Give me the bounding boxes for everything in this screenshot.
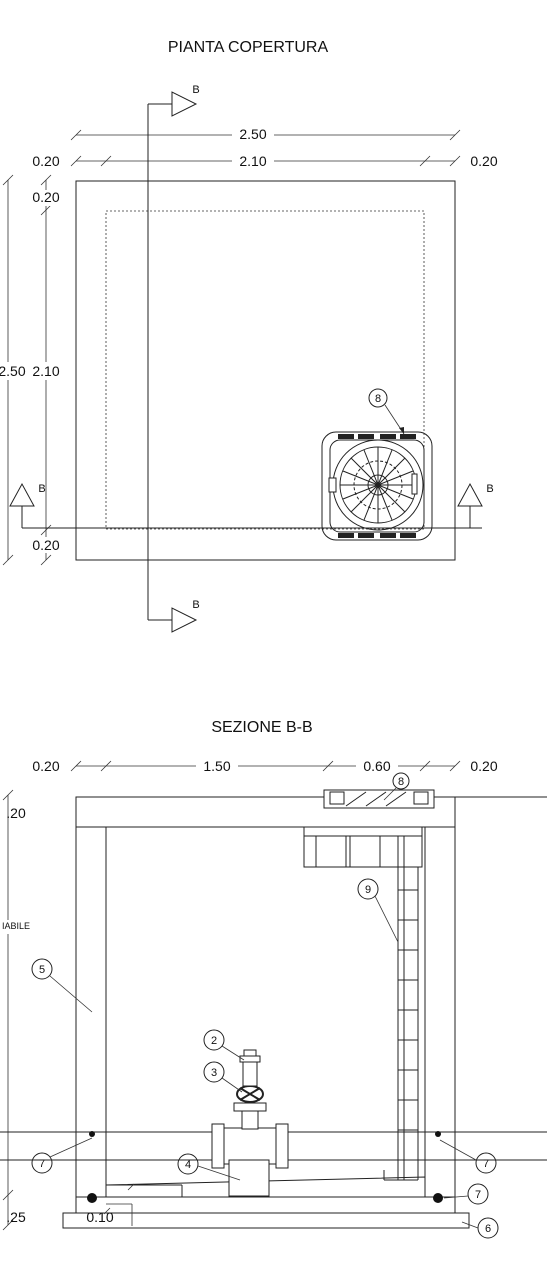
section-title: SEZIONE B-B: [211, 719, 312, 736]
main-pipe: [0, 1123, 547, 1169]
section-marker-bottom: B: [192, 599, 199, 611]
svg-text:6: 6: [485, 1223, 491, 1235]
svg-text:2.50: 2.50: [239, 126, 266, 142]
section-line-vertical: B B: [147, 84, 200, 633]
svg-text:2.10: 2.10: [32, 363, 59, 379]
svg-text:8: 8: [375, 393, 381, 405]
manhole-cover-section: [303, 789, 435, 868]
support-block: [228, 1159, 270, 1197]
section-callout-4: 4: [177, 1153, 241, 1181]
svg-text:4: 4: [185, 1159, 191, 1171]
section-dim-left: .20 IABILE .25: [0, 789, 36, 1231]
svg-text:0.20: 0.20: [470, 758, 497, 774]
svg-text:.20: .20: [6, 805, 26, 821]
svg-text:0.20: 0.20: [32, 537, 59, 553]
dim-step: 0.10: [86, 1209, 113, 1225]
ladder: [383, 867, 419, 1181]
section-callout-6: 6: [461, 1217, 499, 1239]
plan-dim-left: 2.50 2.10 0.20 0.20: [0, 174, 64, 566]
svg-text:8: 8: [398, 776, 404, 788]
svg-text:0.20: 0.20: [470, 153, 497, 169]
svg-text:0.20: 0.20: [32, 758, 59, 774]
section-marker-left: B: [38, 483, 45, 495]
svg-text:7: 7: [483, 1158, 489, 1170]
plan-outer-slab: [75, 180, 456, 561]
plan-title: PIANTA COPERTURA: [168, 39, 329, 56]
drain-channel: 0.10: [86, 1183, 183, 1226]
section-callout-3: 3: [203, 1061, 243, 1093]
section-callout-5: 5: [31, 958, 93, 1013]
svg-text:2.50: 2.50: [0, 363, 26, 379]
plan-dim-top-row: 2.10 0.20 0.20: [32, 153, 498, 169]
section-callout-9: 9: [357, 878, 399, 943]
svg-text:.25: .25: [6, 1209, 26, 1225]
plan-inner-chamber: [105, 210, 425, 530]
section-callout-8: 8: [383, 772, 410, 801]
section-callout-7-left: 7: [31, 1137, 93, 1174]
rebar-left: [87, 1193, 97, 1203]
svg-text:1.50: 1.50: [203, 758, 230, 774]
section-callout-7-bottom: 7: [443, 1183, 489, 1205]
svg-text:7: 7: [475, 1189, 481, 1201]
svg-text:7: 7: [39, 1158, 45, 1170]
svg-text:IABILE: IABILE: [2, 921, 30, 931]
rebar-right: [433, 1193, 443, 1203]
svg-text:2: 2: [211, 1035, 217, 1047]
svg-text:3: 3: [211, 1067, 217, 1079]
svg-text:0.20: 0.20: [32, 189, 59, 205]
manhole-cover-plan: [321, 431, 433, 541]
plan-dim-top-overall: 2.50: [70, 126, 461, 142]
svg-text:5: 5: [39, 964, 45, 976]
plan-callout-8: 8: [368, 388, 405, 435]
section-dim-top-row: 1.50 0.60 0.20 0.20: [32, 758, 498, 774]
svg-text:0.60: 0.60: [363, 758, 390, 774]
section-line-horizontal: B B: [9, 482, 494, 529]
valve-assembly: [233, 1049, 267, 1130]
section-marker-top: B: [192, 84, 199, 96]
section-callout-2: 2: [203, 1029, 245, 1061]
section-callout-7-right: 7: [439, 1139, 497, 1174]
section-marker-right: B: [486, 483, 493, 495]
svg-text:9: 9: [365, 884, 371, 896]
svg-text:0.20: 0.20: [32, 153, 59, 169]
svg-text:2.10: 2.10: [239, 153, 266, 169]
